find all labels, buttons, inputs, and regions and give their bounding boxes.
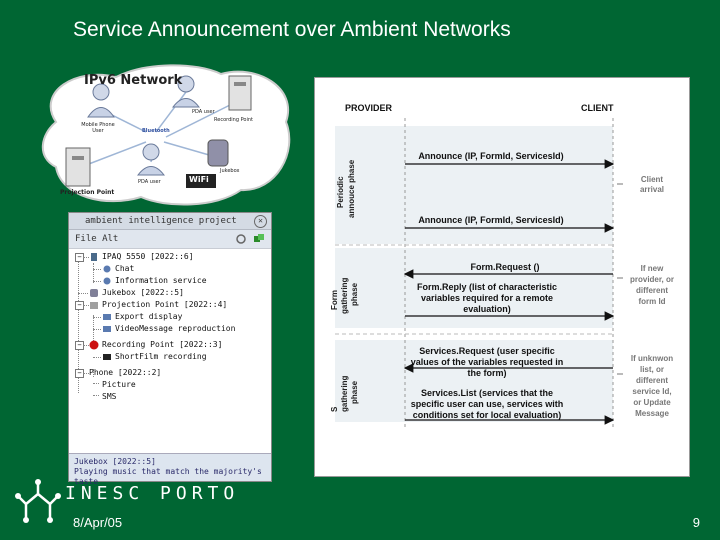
- phase-services-3: phase: [350, 380, 359, 404]
- note-unknown-2: list, or: [640, 365, 664, 374]
- recording-point-icon: [89, 340, 99, 350]
- note-client-arrival-2: arrival: [640, 185, 664, 194]
- app-statusbar: Jukebox [2022::5] Playing music that mat…: [69, 453, 271, 486]
- provider-header: PROVIDER: [345, 103, 393, 113]
- chat-icon: [103, 265, 111, 273]
- phase-form-3: phase: [350, 282, 359, 306]
- status-line-2: Playing music that match the majority's …: [74, 467, 262, 486]
- inesc-logo-text: INESC PORTO: [65, 483, 240, 504]
- wifi-label: WiFi: [189, 175, 209, 184]
- phase-form-1: Form: [330, 290, 339, 310]
- msg-services-list-3: conditions set for local evaluation): [413, 410, 562, 420]
- note-new-provider-3: different: [636, 286, 668, 295]
- network-status-icon[interactable]: [253, 233, 265, 244]
- msg-announce-2: Announce (IP, FormId, ServicesId): [418, 215, 563, 225]
- network-cloud: [41, 64, 291, 206]
- tree-node-phone[interactable]: Phone [2022::2]: [89, 368, 162, 377]
- phase-services-1: S: [330, 406, 339, 412]
- tree-service-export-display[interactable]: Export display: [115, 312, 183, 321]
- mobile-phone-user-label: Mobile Phone User: [81, 122, 115, 134]
- client-header: CLIENT: [581, 103, 614, 113]
- pda-user-bottom-label: PDA user: [138, 179, 161, 185]
- video-message-icon: [103, 326, 111, 332]
- refresh-icon[interactable]: [235, 233, 247, 244]
- msg-announce-1: Announce (IP, FormId, ServicesId): [418, 151, 563, 161]
- bluetooth-label: Bluetooth: [142, 128, 170, 134]
- phase-periodic-1: Periodic: [336, 176, 345, 208]
- tree-node-jukebox[interactable]: Jukebox [2022::5]: [102, 288, 184, 297]
- tree-node-ipaq[interactable]: IPAQ 5550 [2022::6]: [102, 252, 194, 261]
- export-display-icon: [103, 314, 111, 320]
- note-unknown-3: different: [636, 376, 668, 385]
- msg-form-reply-2: variables required for a remote: [421, 293, 553, 303]
- pda-user-top-figure: [171, 75, 201, 108]
- sequence-svg: PROVIDER CLIENT Periodic annouce phase F…: [330, 103, 674, 428]
- pda-user-top-label: PDA user: [192, 109, 215, 115]
- phase-periodic-2: annouce phase: [347, 159, 356, 218]
- note-new-provider-4: form Id: [638, 297, 665, 306]
- tree-node-recording[interactable]: Recording Point [2022::3]: [102, 340, 223, 349]
- note-unknown-4: service Id,: [632, 387, 671, 396]
- slide-title: Service Announcement over Ambient Networ…: [73, 18, 511, 41]
- msg-services-request-1: Services.Request (user specific: [419, 346, 555, 356]
- projection-point-label: Projection Point: [60, 189, 115, 196]
- tree-service-information[interactable]: Information service: [115, 276, 207, 285]
- note-client-arrival-1: Client: [641, 175, 664, 184]
- pda-icon: [91, 253, 97, 261]
- network-links: [80, 91, 237, 168]
- jukebox-figure: [207, 139, 229, 167]
- inesc-logo-icon: [15, 479, 61, 523]
- jukebox-icon: [90, 289, 98, 297]
- page-number: 9: [692, 515, 700, 530]
- app-title: ambient intelligence project: [85, 216, 237, 226]
- app-titlebar: ambient intelligence project ✕: [69, 213, 271, 230]
- recording-point-label: Recording Point: [214, 117, 254, 123]
- ambient-app-window: ambient intelligence project ✕ File Alt …: [68, 212, 272, 486]
- information-service-icon: [103, 277, 111, 285]
- wifi-badge: [186, 174, 216, 188]
- projector-icon: [90, 302, 98, 309]
- msg-services-list-2: specific user can use, services with: [411, 399, 564, 409]
- msg-form-request: Form.Request (): [470, 262, 539, 272]
- jukebox-label: Jukebox: [220, 168, 240, 174]
- network-diagram: IPv6 Network Mobile Phone User PDA user …: [36, 62, 298, 210]
- note-unknown-6: Message: [635, 409, 669, 418]
- tree-service-chat[interactable]: Chat: [115, 264, 135, 273]
- note-new-provider-2: provider, or: [630, 275, 674, 284]
- projection-point-figure: [65, 147, 91, 187]
- camera-icon: [103, 354, 111, 360]
- recording-point-figure: [228, 75, 252, 111]
- note-unknown-5: or Update: [633, 398, 671, 407]
- pda-user-bottom-figure: [136, 143, 166, 176]
- close-icon[interactable]: ✕: [254, 215, 267, 228]
- device-tree: − IPAQ 5550 [2022::6] Chat Information s…: [69, 249, 271, 431]
- tree-service-sms[interactable]: SMS: [102, 392, 117, 401]
- msg-services-list-1: Services.List (services that the: [421, 388, 553, 398]
- app-menubar: File Alt: [69, 230, 271, 249]
- tree-service-video-message[interactable]: VideoMessage reproduction: [115, 324, 236, 333]
- tree-service-shortfilm[interactable]: ShortFilm recording: [115, 352, 207, 361]
- msg-services-request-2: values of the variables requested in: [411, 357, 564, 367]
- phase-services-2: gathering: [340, 375, 349, 412]
- msg-form-reply-1: Form.Reply (list of characteristic: [417, 282, 557, 292]
- app-menu[interactable]: File Alt: [75, 234, 119, 244]
- tree-node-projection[interactable]: Projection Point [2022::4]: [102, 300, 228, 309]
- msg-services-request-3: the form): [468, 368, 507, 378]
- note-unknown-1: If unknwon: [631, 354, 673, 363]
- sequence-diagram: PROVIDER CLIENT Periodic annouce phase F…: [314, 77, 690, 477]
- msg-form-reply-3: evaluation): [463, 304, 511, 314]
- slide-date: 8/Apr/05: [73, 515, 123, 530]
- phase-form-2: gathering: [340, 277, 349, 314]
- mobile-user-figure: [87, 83, 115, 118]
- network-title: IPv6 Network: [84, 73, 183, 88]
- tree-service-picture[interactable]: Picture: [102, 380, 136, 389]
- note-new-provider-1: If new: [641, 264, 664, 273]
- status-line-1: Jukebox [2022::5]: [74, 457, 156, 466]
